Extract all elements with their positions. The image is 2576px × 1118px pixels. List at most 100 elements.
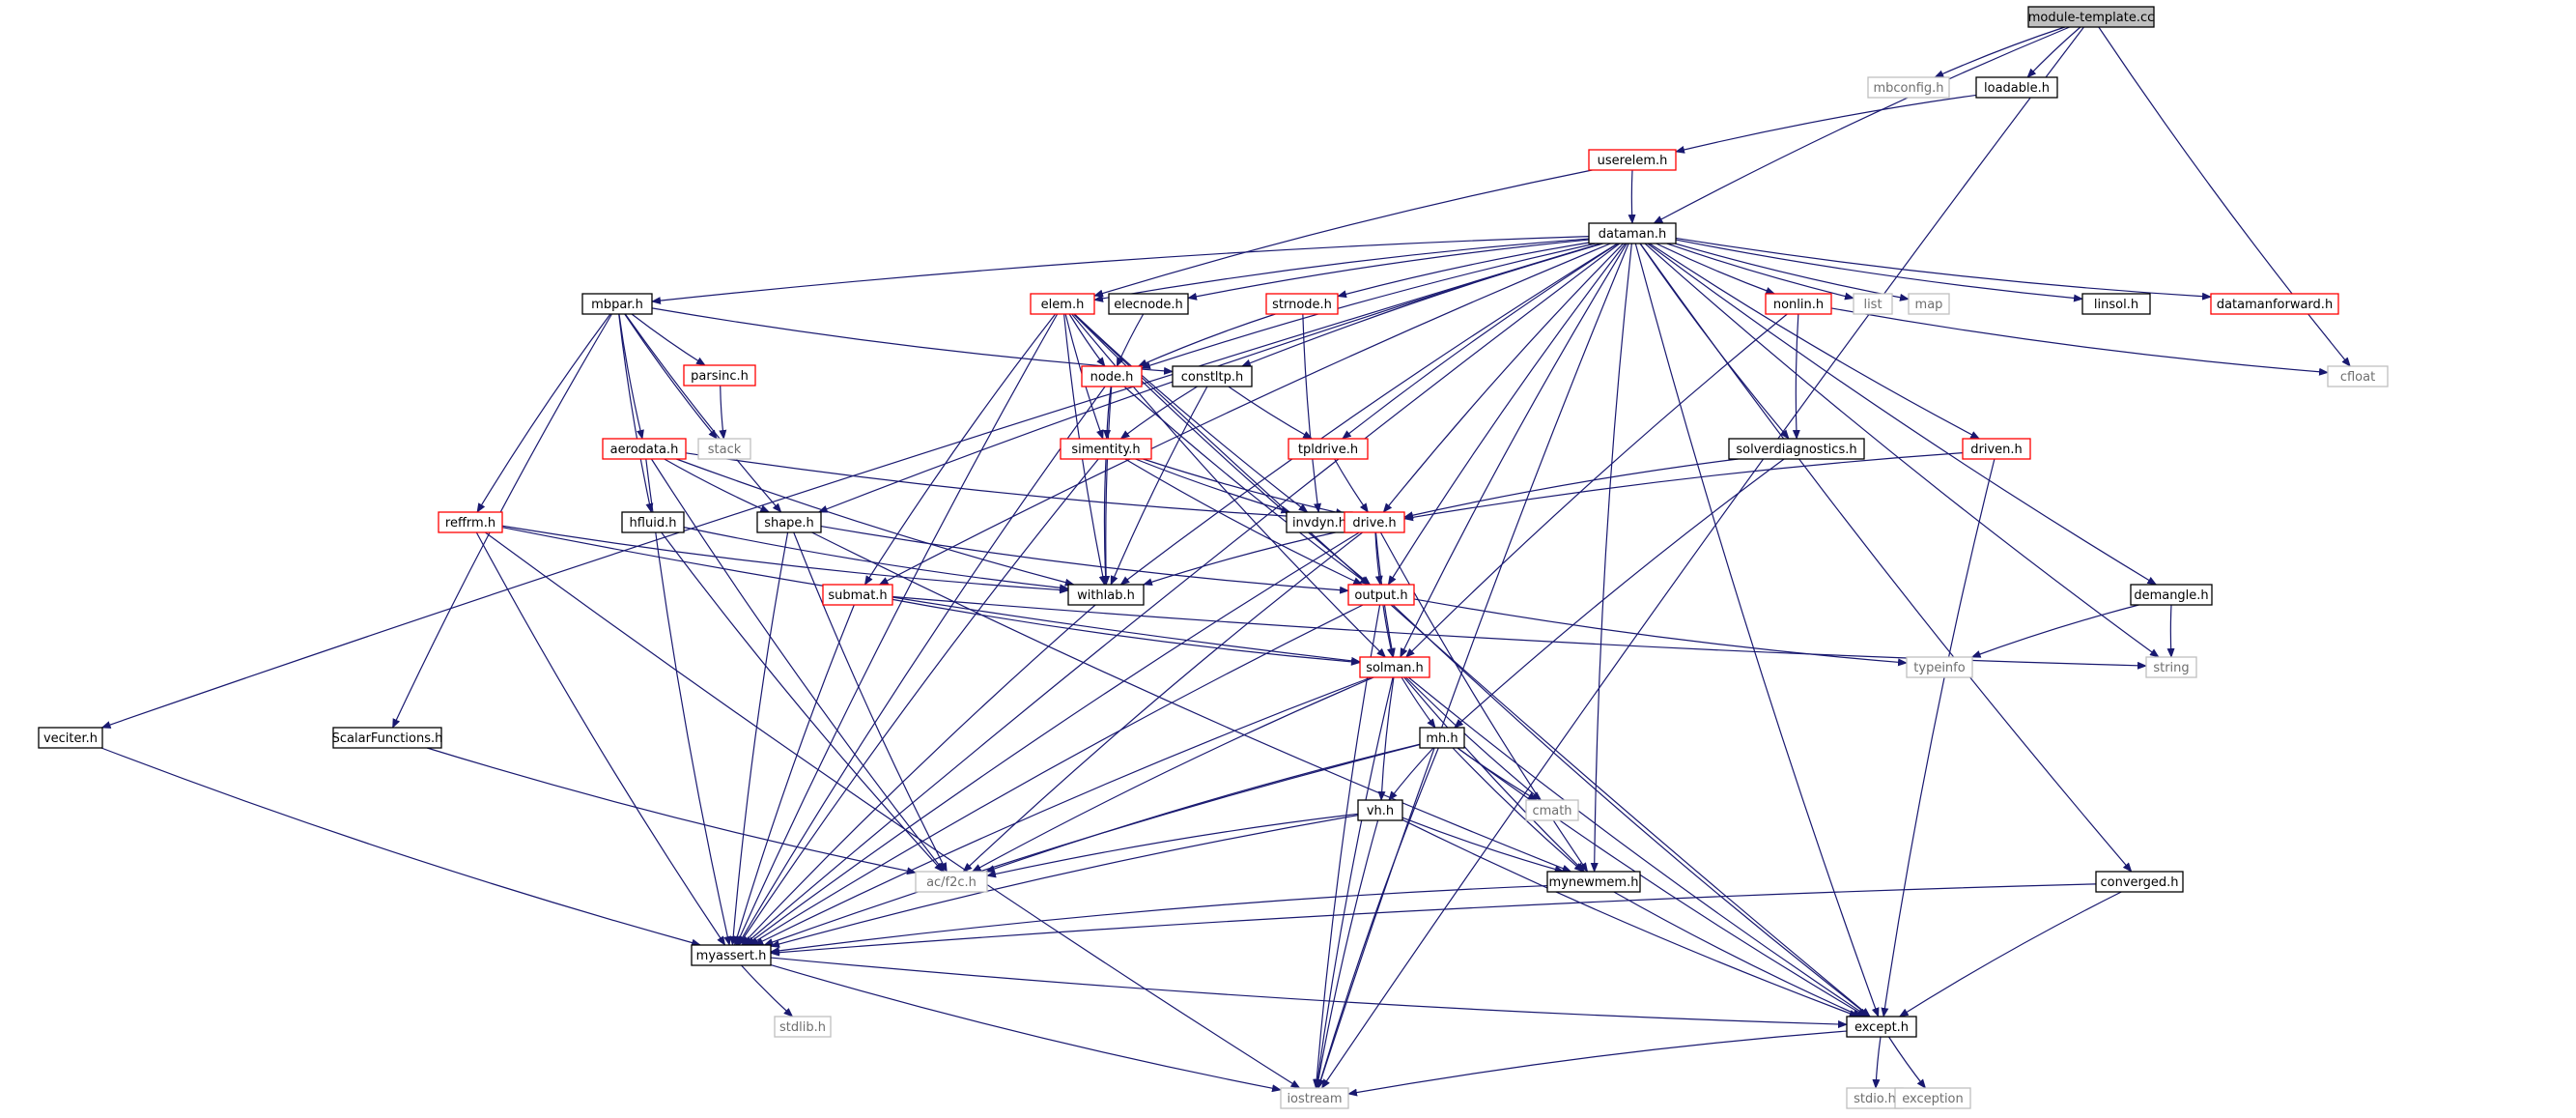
edge-node_h-to-myassert_h xyxy=(737,386,1106,946)
edge-shape_h-to-myassert_h xyxy=(729,531,789,946)
edge-elem_h-to-output_h xyxy=(1073,313,1372,586)
edge-mbpar_h-to-parsinc_h xyxy=(631,313,706,366)
node-label: stack xyxy=(708,443,742,457)
node-loadable-h[interactable]: loadable.h xyxy=(1975,76,2058,99)
edge-mbpar_h-to-stack xyxy=(624,313,718,440)
node-converged-h[interactable]: converged.h xyxy=(2095,871,2184,893)
edge-userelem_h-to-dataman_h xyxy=(1628,169,1636,224)
node-label: output.h xyxy=(1354,588,1407,603)
node-node-h[interactable]: node.h xyxy=(1081,365,1143,387)
node-label: module-template.cc xyxy=(2028,11,2155,25)
node-strnode-h[interactable]: strnode.h xyxy=(1265,293,1339,315)
node-dataman-h[interactable]: dataman.h xyxy=(1588,222,1677,244)
edge-elem_h-to-node_h xyxy=(1068,313,1106,367)
edge-mh_h-to-vh_h xyxy=(1388,747,1434,801)
edge-shape_h-to-output_h xyxy=(820,525,1349,594)
node-box xyxy=(1288,438,1369,460)
node-invdyn-h[interactable]: invdyn.h xyxy=(1286,511,1353,533)
node-box xyxy=(1265,293,1339,315)
node-cmath: cmath xyxy=(1525,799,1579,821)
node-box xyxy=(1894,1087,1971,1109)
node-reffrm-h[interactable]: reffrm.h xyxy=(438,511,503,533)
node-box xyxy=(822,584,893,606)
edge-vh_h-to-myassert_h xyxy=(770,815,1359,948)
node-box xyxy=(683,364,756,387)
edge-userelem_h-to-elem_h xyxy=(1093,169,1593,298)
node-label: invdyn.h xyxy=(1292,516,1346,530)
node-box xyxy=(697,438,751,460)
edge-dataman_h-to-nonlin_h xyxy=(1656,243,1776,295)
node-simentity-h[interactable]: simentity.h xyxy=(1060,438,1152,460)
edge-elem_h-to-except_h xyxy=(1073,313,1871,1018)
node-driven-h[interactable]: driven.h xyxy=(1962,438,2031,460)
node-mh-h[interactable]: mh.h xyxy=(1419,727,1465,749)
node-box xyxy=(1546,871,1641,893)
node-label: loadable.h xyxy=(1984,81,2050,96)
node-label: dataman.h xyxy=(1599,227,1667,242)
node-veciter-h[interactable]: veciter.h xyxy=(38,727,103,749)
edge-simentity_h-to-output_h xyxy=(1124,458,1364,586)
node-solman-h[interactable]: solman.h xyxy=(1359,656,1430,678)
edge-vh_h-to-iostream xyxy=(1315,819,1379,1089)
node-solverdiagnostics-h[interactable]: solverdiagnostics.h xyxy=(1728,438,1865,460)
edge-node_h-to-withlab_h xyxy=(1102,386,1113,586)
node-exception: exception xyxy=(1894,1087,1971,1109)
node-label: linsol.h xyxy=(2094,298,2138,312)
node-box xyxy=(1588,222,1677,244)
node-label: parsinc.h xyxy=(691,369,749,384)
node-parsinc-h[interactable]: parsinc.h xyxy=(683,364,756,387)
node-mbconfig-h: mbconfig.h xyxy=(1867,76,1950,99)
node-label: except.h xyxy=(1854,1020,1909,1035)
node-ac-f2c-h: ac/f2c.h xyxy=(915,871,988,893)
node-output-h[interactable]: output.h xyxy=(1347,584,1415,606)
node-myassert-h[interactable]: myassert.h xyxy=(691,944,772,966)
node-vh-h[interactable]: vh.h xyxy=(1357,799,1403,821)
node-mynewmem-h[interactable]: mynewmem.h xyxy=(1546,871,1641,893)
node-elem-h[interactable]: elem.h xyxy=(1030,293,1095,315)
node-shape-h[interactable]: shape.h xyxy=(756,511,822,533)
edge-hfluid_h-to-withlab_h xyxy=(683,527,1069,592)
node-datamanforward-h[interactable]: datamanforward.h xyxy=(2210,293,2339,315)
node-userelem-h[interactable]: userelem.h xyxy=(1588,149,1677,171)
edge-elem_h-to-myassert_h xyxy=(735,313,1059,946)
edge-simentity_h-to-invdyn_h xyxy=(1135,458,1291,514)
node-scalarfunctions-h[interactable]: ScalarFunctions.h xyxy=(332,727,443,749)
node-aerodata-h[interactable]: aerodata.h xyxy=(602,438,687,460)
node-box xyxy=(1908,293,1950,315)
node-submat-h[interactable]: submat.h xyxy=(822,584,893,606)
node-module-template-cc[interactable]: module-template.cc xyxy=(2027,6,2155,28)
edge-except_h-to-stdio_h xyxy=(1872,1036,1882,1089)
edge-reffrm_h-to-myassert_h xyxy=(475,531,726,946)
edge-dataman_h-to-datamanforward_h xyxy=(1675,237,2212,301)
node-label: string xyxy=(2153,661,2189,675)
node-elecnode-h[interactable]: elecnode.h xyxy=(1108,293,1189,315)
edge-dataman_h-to-output_h xyxy=(1387,243,1627,586)
edge-solman_h-to-ac_f2c_h xyxy=(971,676,1374,873)
node-nonlin-h[interactable]: nonlin.h xyxy=(1765,293,1832,315)
edge-converged_h-to-except_h xyxy=(1898,891,2122,1018)
node-drive-h[interactable]: drive.h xyxy=(1344,511,1405,533)
node-box xyxy=(2327,365,2389,387)
edge-demangle_h-to-string xyxy=(2166,604,2175,658)
edge-aerodata_h-to-shape_h xyxy=(664,458,771,513)
node-label: constltp.h xyxy=(1181,370,1244,385)
edges-layer xyxy=(100,26,2351,1097)
node-constltp-h[interactable]: constltp.h xyxy=(1172,365,1253,387)
edge-vh_h-to-ac_f2c_h xyxy=(986,813,1359,878)
node-label: solman.h xyxy=(1366,661,1424,675)
node-withlab-h[interactable]: withlab.h xyxy=(1067,584,1145,606)
node-mbpar-h[interactable]: mbpar.h xyxy=(581,293,653,315)
node-except-h[interactable]: except.h xyxy=(1846,1016,1917,1038)
node-linsol-h[interactable]: linsol.h xyxy=(2081,293,2151,315)
edge-mbpar_h-to-aerodata_h xyxy=(618,313,644,440)
node-tpldrive-h[interactable]: tpldrive.h xyxy=(1288,438,1369,460)
edge-mbpar_h-to-shape_h xyxy=(624,313,782,513)
edge-driven_h-to-except_h xyxy=(1881,458,1996,1018)
edge-mbpar_h-to-constltp_h xyxy=(651,307,1174,375)
node-hfluid-h[interactable]: hfluid.h xyxy=(621,511,685,533)
node-box xyxy=(1060,438,1152,460)
edge-dataman_h-to-list xyxy=(1666,243,1854,301)
edge-dataman_h-to-string xyxy=(1644,243,2160,658)
node-demangle-h[interactable]: demangle.h xyxy=(2130,584,2213,606)
edge-output_h-to-typeinfo xyxy=(1413,598,1908,667)
